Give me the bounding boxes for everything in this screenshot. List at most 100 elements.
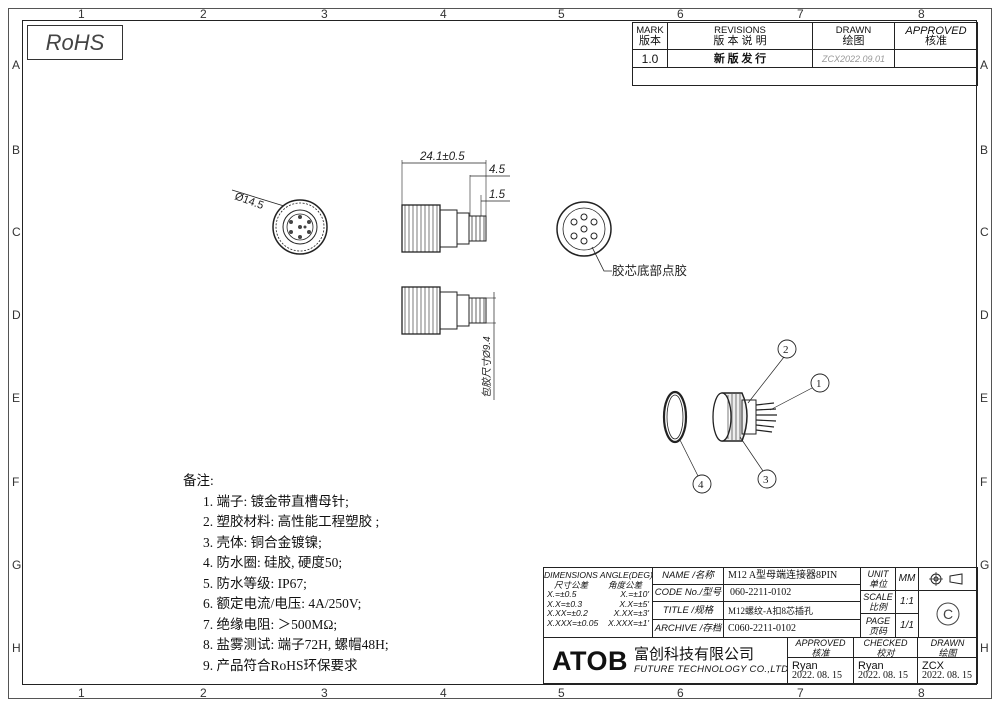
note-item: 5. 防水等级: IP67; (203, 575, 307, 591)
name-label: NAME /名称 (652, 567, 724, 585)
svg-text:C: C (943, 606, 953, 622)
note-item: 6. 额定电流/电压: 4A/250V; (203, 596, 362, 611)
zone-right-f: F (980, 475, 988, 489)
callout-3: 3 (763, 474, 769, 486)
zone-left-d: D (12, 308, 21, 322)
rev-row-empty (632, 67, 978, 86)
length-dimension: 24.1±0.5 (419, 151, 465, 163)
front-view-left (231, 189, 328, 255)
rev-approved-cn: 核准 (925, 35, 947, 47)
company-names: 富创科技有限公司 FUTURE TECHNOLOGY CO.,LTD (634, 647, 788, 675)
zone-top-8: 8 (918, 7, 925, 21)
rohs-badge: RoHS (27, 25, 123, 60)
side-view-bottom (401, 286, 496, 400)
tolerance-row: X.XX=±0.2 X.XX=±3' (544, 608, 652, 619)
scale-label: SCALE (863, 592, 893, 602)
outer-border (8, 8, 992, 699)
zone-bottom-3: 3 (321, 686, 328, 700)
zone-top-6: 6 (677, 7, 684, 21)
scale-cn: 比例 (868, 602, 887, 612)
tolerance-dim-label: 尺寸公差 (553, 579, 588, 590)
zone-top-2: 2 (200, 7, 207, 21)
unit-label: UNIT (867, 569, 889, 579)
zone-top-1: 1 (78, 7, 85, 21)
tolerance-angle: X.XX=±3' (613, 608, 649, 618)
diameter-label: Ø14.5 (233, 191, 265, 213)
tolerance-dim: X.XX=±0.2 (547, 608, 588, 618)
notes-block: 备注: 1. 端子: 镀金带直槽母针; 2. 塑胶材料: 高性能工程塑胶 ; 3… (183, 471, 389, 676)
side-view-top (401, 160, 510, 253)
tolerance-subheader: 尺寸公差 角度公差 (544, 579, 652, 591)
tolerance-angle: X.=±10' (620, 589, 649, 599)
zone-right-b: B (980, 143, 989, 157)
note-item: 3. 壳体: 铜合金镀镍; (203, 534, 322, 550)
company-block: ATOB 富创科技有限公司 FUTURE TECHNOLOGY CO.,LTD (543, 637, 788, 684)
note-item: 9. 产品符合RoHS环保要求 (203, 657, 358, 673)
zone-top-5: 5 (558, 7, 565, 21)
unit-value: MM (895, 567, 919, 591)
zone-bottom-1: 1 (78, 686, 85, 700)
drawn-date: 2022. 08. 15 (922, 669, 972, 681)
rev-drawn-cn: 绘图 (842, 35, 865, 47)
tolerance-row: X.=±0.5 X.=±10' (544, 589, 652, 600)
checked-date: 2022. 08. 15 (858, 669, 908, 681)
drawn-name: ZCX (922, 659, 944, 672)
rev-desc-cn: 版 本 说 明 (713, 35, 767, 47)
zone-left-a: A (12, 58, 21, 72)
drawing-frame (22, 20, 977, 685)
tolerance-row: X.X=±0.3 X.X=±5' (544, 598, 652, 610)
zone-bottom-4: 4 (440, 686, 447, 700)
zone-bottom-7: 7 (797, 686, 804, 700)
title-label: TITLE /规格 (652, 601, 724, 620)
note-item: 2. 塑胶材料: 高性能工程塑胶 ; (203, 514, 380, 529)
glue-note: 胶芯底部点胶 (612, 263, 687, 278)
tolerance-dim: X.=±0.5 (547, 589, 577, 599)
zone-right-a: A (980, 58, 989, 72)
rear-view (556, 201, 612, 272)
callout-4: 4 (698, 479, 704, 491)
rev-mark-cn: 版本 (639, 35, 661, 47)
zone-right-h: H (980, 641, 989, 655)
archive-label: ARCHIVE /存档 (652, 619, 724, 638)
checked-cn: 校对 (876, 647, 895, 658)
drawn-label: DRAWN (930, 637, 965, 648)
tolerance-dim: X.XXX=±0.05 (547, 617, 599, 628)
tolerance-angle: X.XXX=±1' (607, 617, 649, 628)
tolerance-row: X.XXX=±0.05 X.XXX=±1' (544, 617, 652, 629)
tolerance-header: DIMENSIONS ANGLE(DEG) (544, 570, 653, 580)
zone-left-c: C (12, 225, 21, 239)
pcb-hole-dimension: 包胶尺寸Ø9.4 (481, 336, 493, 398)
approved-date: 2022. 08. 15 (792, 669, 842, 681)
code-value: 060-2211-0102 (723, 584, 861, 602)
projection-symbol (918, 567, 978, 591)
code-label: CODE No./型号 (652, 584, 724, 602)
tolerance-angle-label: 角度公差 (607, 579, 642, 590)
zone-right-g: G (980, 558, 990, 572)
revision-symbol-cell: C (918, 590, 978, 638)
zone-top-7: 7 (797, 7, 804, 21)
projection-icon (929, 572, 963, 586)
zone-left-h: H (12, 641, 21, 655)
zone-bottom-5: 5 (558, 686, 565, 700)
page-label: PAGE (865, 615, 891, 626)
zone-bottom-2: 2 (200, 686, 207, 700)
note-item: 4. 防水圈: 硅胶, 硬度50; (203, 555, 343, 570)
note-item: 1. 端子: 镀金带直槽母针; (203, 493, 349, 509)
company-en: FUTURE TECHNOLOGY CO.,LTD (634, 663, 788, 675)
rev-desc-label: REVISIONS (714, 25, 766, 36)
approved-cn: 核准 (811, 647, 830, 658)
dimension-1-5: 1.5 (489, 189, 506, 201)
zone-left-b: B (12, 143, 21, 157)
tolerance-dim: X.X=±0.3 (547, 598, 583, 609)
tolerance-angle: X.X=±5' (619, 598, 649, 609)
company-logo: ATOB (552, 645, 628, 676)
note-item: 8. 盐雾测试: 端子72H, 螺帽48H; (203, 637, 389, 652)
